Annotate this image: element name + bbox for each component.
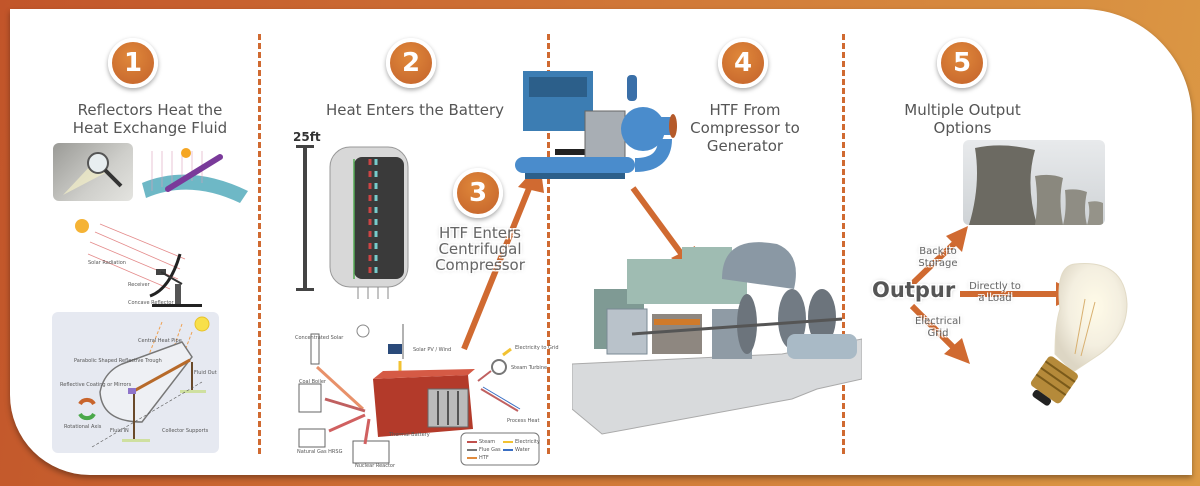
branch-electrical-grid: Electrical Grid xyxy=(908,316,968,340)
legend-label: Water xyxy=(515,447,530,453)
title-line: Heat Enters the Battery xyxy=(325,101,505,119)
label-fluid-out: Fluid Out xyxy=(194,370,217,376)
label-concave-reflector: Concave Reflector xyxy=(128,300,174,306)
flow-legend: Steam Electricity Flue Gas Water HTF xyxy=(465,437,540,463)
legend-label: Steam xyxy=(479,439,496,445)
branch-line: Directly to xyxy=(969,281,1021,292)
magnifying-glass-image xyxy=(53,143,133,201)
section-divider xyxy=(258,34,261,454)
title-line: Compressor xyxy=(435,256,525,274)
centrifugal-compressor-image xyxy=(515,49,685,199)
step-number: 2 xyxy=(401,48,421,78)
step-number: 5 xyxy=(952,48,972,78)
label-solar-radiation: Solar Radiation xyxy=(88,260,126,266)
output-steam-turbine: Steam Turbine xyxy=(511,365,548,371)
label-receiver: Receiver xyxy=(128,282,150,288)
source-concentrated-solar: Concentrated Solar xyxy=(295,335,344,341)
source-nuclear-reactor: Nuclear Reactor xyxy=(355,463,396,469)
step-5-badge: 5 xyxy=(937,38,987,88)
branch-line: Back to xyxy=(919,246,957,257)
output-electricity-to-grid: Electricity to Grid xyxy=(515,345,559,351)
label-reflective-coating: Reflective Coating or Mirrors xyxy=(60,382,132,388)
step-number: 1 xyxy=(123,48,143,78)
label-central-heat-pipe: Central Heat Pipe xyxy=(138,338,182,344)
step-1-badge: 1 xyxy=(108,38,158,88)
title-line: Centrifugal xyxy=(438,240,522,258)
title-line: HTF From xyxy=(709,101,781,119)
step-1-title: Reflectors Heat the Heat Exchange Fluid xyxy=(30,101,270,137)
step-2-badge: 2 xyxy=(386,38,436,88)
turbine-generator-image xyxy=(571,239,863,439)
title-line: Compressor to xyxy=(690,119,800,137)
step-5-title: Multiple Output Options xyxy=(880,101,1045,137)
title-line: Generator xyxy=(706,137,784,155)
branch-line: Grid xyxy=(927,328,949,339)
output-process-heat: Process Heat xyxy=(507,418,540,424)
step-3-title: HTF Enters Centrifugal Compressor xyxy=(415,225,545,273)
branch-line: Storage xyxy=(918,258,958,269)
height-label: 25ft xyxy=(293,130,321,144)
title-line: Options xyxy=(933,119,992,137)
sun-icon xyxy=(75,219,89,233)
section-divider xyxy=(547,34,550,454)
source-coal-boiler: Coal Boiler xyxy=(299,379,326,385)
output-hub-label: Outpur xyxy=(872,278,956,302)
height-scale-cap xyxy=(296,288,314,291)
legend-label: Electricity xyxy=(515,439,540,445)
section-divider xyxy=(842,34,845,454)
cooling-towers-image xyxy=(963,140,1105,225)
legend-label: HTF xyxy=(479,455,489,461)
sun-icon xyxy=(194,316,210,332)
source-solar-pv-wind: Solar PV / Wind xyxy=(413,347,452,353)
parabolic-dish-diagram: Solar Radiation Receiver Concave Reflect… xyxy=(70,214,210,314)
trough-render-image xyxy=(140,143,250,205)
legend-label: Flue Gas xyxy=(479,447,501,453)
step-4-title: HTF From Compressor to Generator xyxy=(665,101,825,155)
title-line: HTF Enters xyxy=(439,224,521,242)
thermal-battery-tank-image xyxy=(328,139,410,299)
step-number: 4 xyxy=(733,48,753,78)
magnifier-icon xyxy=(63,152,123,195)
label-collector-supports: Collector Supports xyxy=(162,428,209,434)
step-2-title: Heat Enters the Battery xyxy=(290,101,540,119)
label-trough: Parabolic Shaped Reflective Trough xyxy=(74,358,162,364)
title-line: Multiple Output xyxy=(904,101,1021,119)
step-4-badge: 4 xyxy=(718,38,768,88)
label-rotational-axis: Rotational Axis xyxy=(64,424,102,430)
branch-line: Electrical xyxy=(915,316,961,327)
sun-icon xyxy=(356,324,370,338)
branch-directly-to-load: Directly to a Load xyxy=(962,281,1028,305)
branch-back-to-storage: Back to Storage xyxy=(908,246,968,270)
step-number: 3 xyxy=(468,178,488,208)
label-fluid-in: Fluid IN xyxy=(110,428,129,434)
parabolic-trough-diagram: Central Heat Pipe Parabolic Shaped Refle… xyxy=(52,312,219,453)
thermal-battery-label: Thermal Battery xyxy=(389,432,430,438)
source-natural-gas-hrsg: Natural Gas HRSG xyxy=(297,449,343,455)
infographic-panel: 1 Reflectors Heat the Heat Exchange Flui… xyxy=(10,9,1192,475)
height-scale-cap xyxy=(296,145,314,148)
thermal-battery-system-diagram: Concentrated Solar Solar PV / Wind Coal … xyxy=(293,319,559,469)
title-line: Heat Exchange Fluid xyxy=(72,119,228,137)
height-scale-bar xyxy=(303,146,307,289)
title-line: Reflectors Heat the xyxy=(77,101,223,119)
branch-line: a Load xyxy=(978,293,1012,304)
light-bulb-icon xyxy=(1015,254,1135,414)
step-3-badge: 3 xyxy=(453,168,503,218)
